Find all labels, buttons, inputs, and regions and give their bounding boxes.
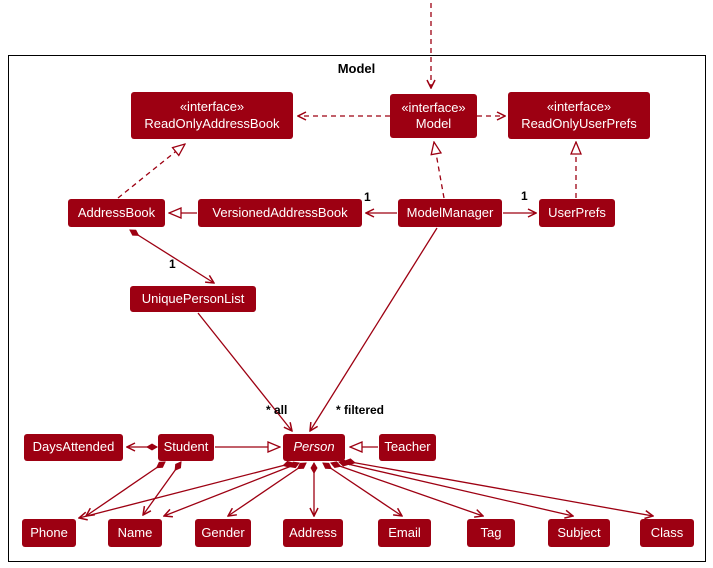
class-box-address: Address — [283, 519, 343, 547]
class-name: ReadOnlyUserPrefs — [521, 115, 637, 131]
realization-addressbook-to-readonlyaddressbook — [117, 144, 185, 199]
stereotype-label: «interface» — [546, 99, 612, 115]
role-label-all: * all — [266, 403, 288, 417]
association-modelmanager-to-person — [310, 227, 438, 431]
class-name: UniquePersonList — [141, 290, 245, 306]
composition-person-to-name — [164, 463, 299, 516]
class-box-model-manager: ModelManager — [398, 199, 502, 227]
class-box-versioned-address-book: VersionedAddressBook — [198, 199, 362, 227]
class-name: Tag — [480, 524, 502, 540]
class-box-class: Class — [640, 519, 694, 547]
composition-person-to-subject — [339, 462, 573, 516]
class-name: ReadOnlyAddressBook — [144, 115, 280, 131]
association-uniquepersonlist-to-person — [197, 312, 292, 431]
class-name: Student — [163, 439, 209, 455]
composition-student-to-name — [143, 462, 181, 515]
stereotype-label: «interface» — [179, 99, 245, 115]
class-box-name: Name — [108, 519, 162, 547]
realization-modelmanager-to-model — [434, 142, 445, 199]
composition-person-to-email — [323, 463, 402, 516]
class-box-tag: Tag — [467, 519, 515, 547]
class-box-address-book: AddressBook — [68, 199, 165, 227]
class-name: Class — [650, 524, 684, 540]
role-label-filtered: * filtered — [336, 403, 385, 417]
composition-person-to-gender — [228, 463, 306, 516]
class-box-person: Person — [283, 434, 345, 461]
class-name: AddressBook — [77, 204, 156, 220]
class-box-teacher: Teacher — [379, 434, 436, 461]
class-box-user-prefs: UserPrefs — [539, 199, 615, 227]
multiplicity-label-unique-person-list: 1 — [169, 257, 176, 271]
class-name: DaysAttended — [32, 439, 115, 455]
composition-person-to-phone — [79, 463, 293, 518]
class-name: Teacher — [384, 439, 431, 455]
class-box-phone: Phone — [22, 519, 76, 547]
class-box-model-interface: «interface» Model — [390, 94, 477, 138]
class-box-days-attended: DaysAttended — [24, 434, 123, 461]
class-name: Person — [293, 439, 335, 455]
class-name: Gender — [201, 524, 245, 540]
class-box-readonly-address-book: «interface» ReadOnlyAddressBook — [131, 92, 293, 139]
model-component-frame — [8, 55, 706, 562]
composition-student-to-phone — [86, 462, 165, 516]
class-box-subject: Subject — [548, 519, 610, 547]
multiplicity-label-versioned-address-book: 1 — [364, 190, 371, 204]
class-name: Email — [388, 524, 421, 540]
class-name: VersionedAddressBook — [212, 204, 348, 220]
class-name: Address — [289, 524, 337, 540]
multiplicity-label-user-prefs: 1 — [521, 189, 528, 203]
class-name: Subject — [557, 524, 601, 540]
class-name: UserPrefs — [548, 204, 606, 220]
class-name: Phone — [30, 524, 68, 540]
class-box-readonly-user-prefs: «interface» ReadOnlyUserPrefs — [508, 92, 650, 139]
composition-addressbook-to-uniquepersonlist — [130, 229, 214, 283]
class-box-unique-person-list: UniquePersonList — [130, 286, 256, 312]
frame-title: Model — [337, 61, 376, 76]
class-box-student: Student — [158, 434, 214, 461]
class-name: Model — [415, 116, 452, 131]
stereotype-label: «interface» — [401, 99, 466, 115]
class-name: ModelManager — [406, 204, 494, 220]
composition-person-to-class — [345, 461, 653, 516]
class-box-email: Email — [378, 519, 431, 547]
class-box-gender: Gender — [195, 519, 251, 547]
class-name: Name — [117, 524, 153, 540]
